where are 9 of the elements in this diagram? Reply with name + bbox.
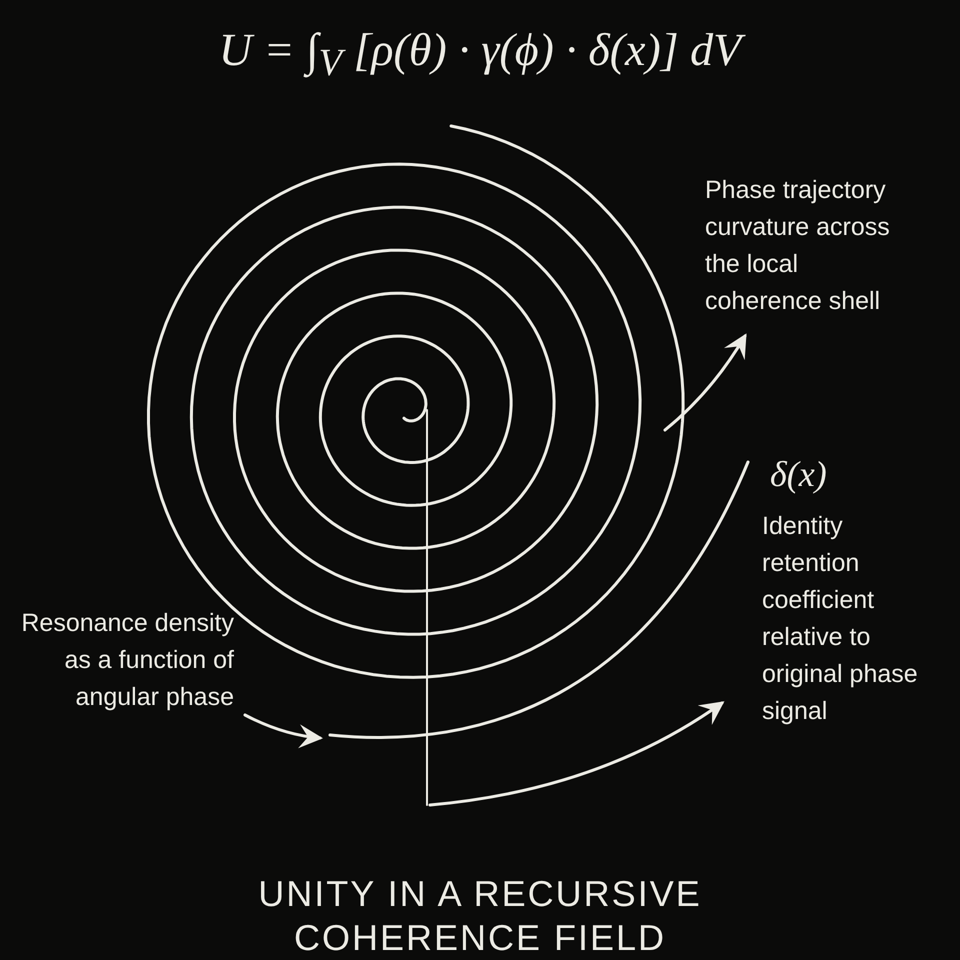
arrow	[428, 701, 724, 806]
annotation-text: Phase trajectory curvature across the local coherence shell	[705, 175, 891, 317]
formula-heading: δ(x)	[770, 453, 828, 496]
annotation-text: Identity retention coefficient relative to original phase signal	[762, 511, 919, 727]
title: UNITY IN A RECURSIVE COHERENCE FIELD	[257, 872, 703, 960]
formula: U = ∫$_{V}$ [ρ(θ) · γ(ϕ) · δ(x)] dV	[0, 18, 960, 96]
annotation-text: Resonance density as a function of angular phase	[20, 608, 234, 713]
arrow	[244, 714, 323, 748]
arrow	[664, 333, 747, 432]
